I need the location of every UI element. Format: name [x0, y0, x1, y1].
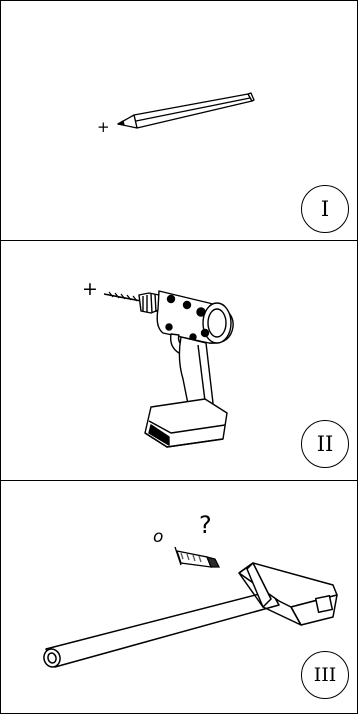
- step-panel-2: + II: [0, 240, 358, 481]
- step-badge-2: II: [301, 420, 349, 468]
- plus-mark: +: [82, 278, 98, 300]
- pencil-icon: [117, 92, 255, 129]
- step-badge-1: I: [301, 185, 349, 233]
- hammer-icon: [43, 546, 338, 668]
- question-mark: ?: [199, 511, 212, 539]
- plus-mark: +: [97, 118, 110, 136]
- hole-mark: o: [153, 527, 164, 547]
- step-panel-1: + I: [0, 0, 358, 241]
- step-panel-3: o ? III: [0, 480, 358, 714]
- drill-icon: [103, 290, 234, 448]
- wall-plug-icon: [174, 546, 221, 568]
- step-badge-3: III: [301, 651, 349, 699]
